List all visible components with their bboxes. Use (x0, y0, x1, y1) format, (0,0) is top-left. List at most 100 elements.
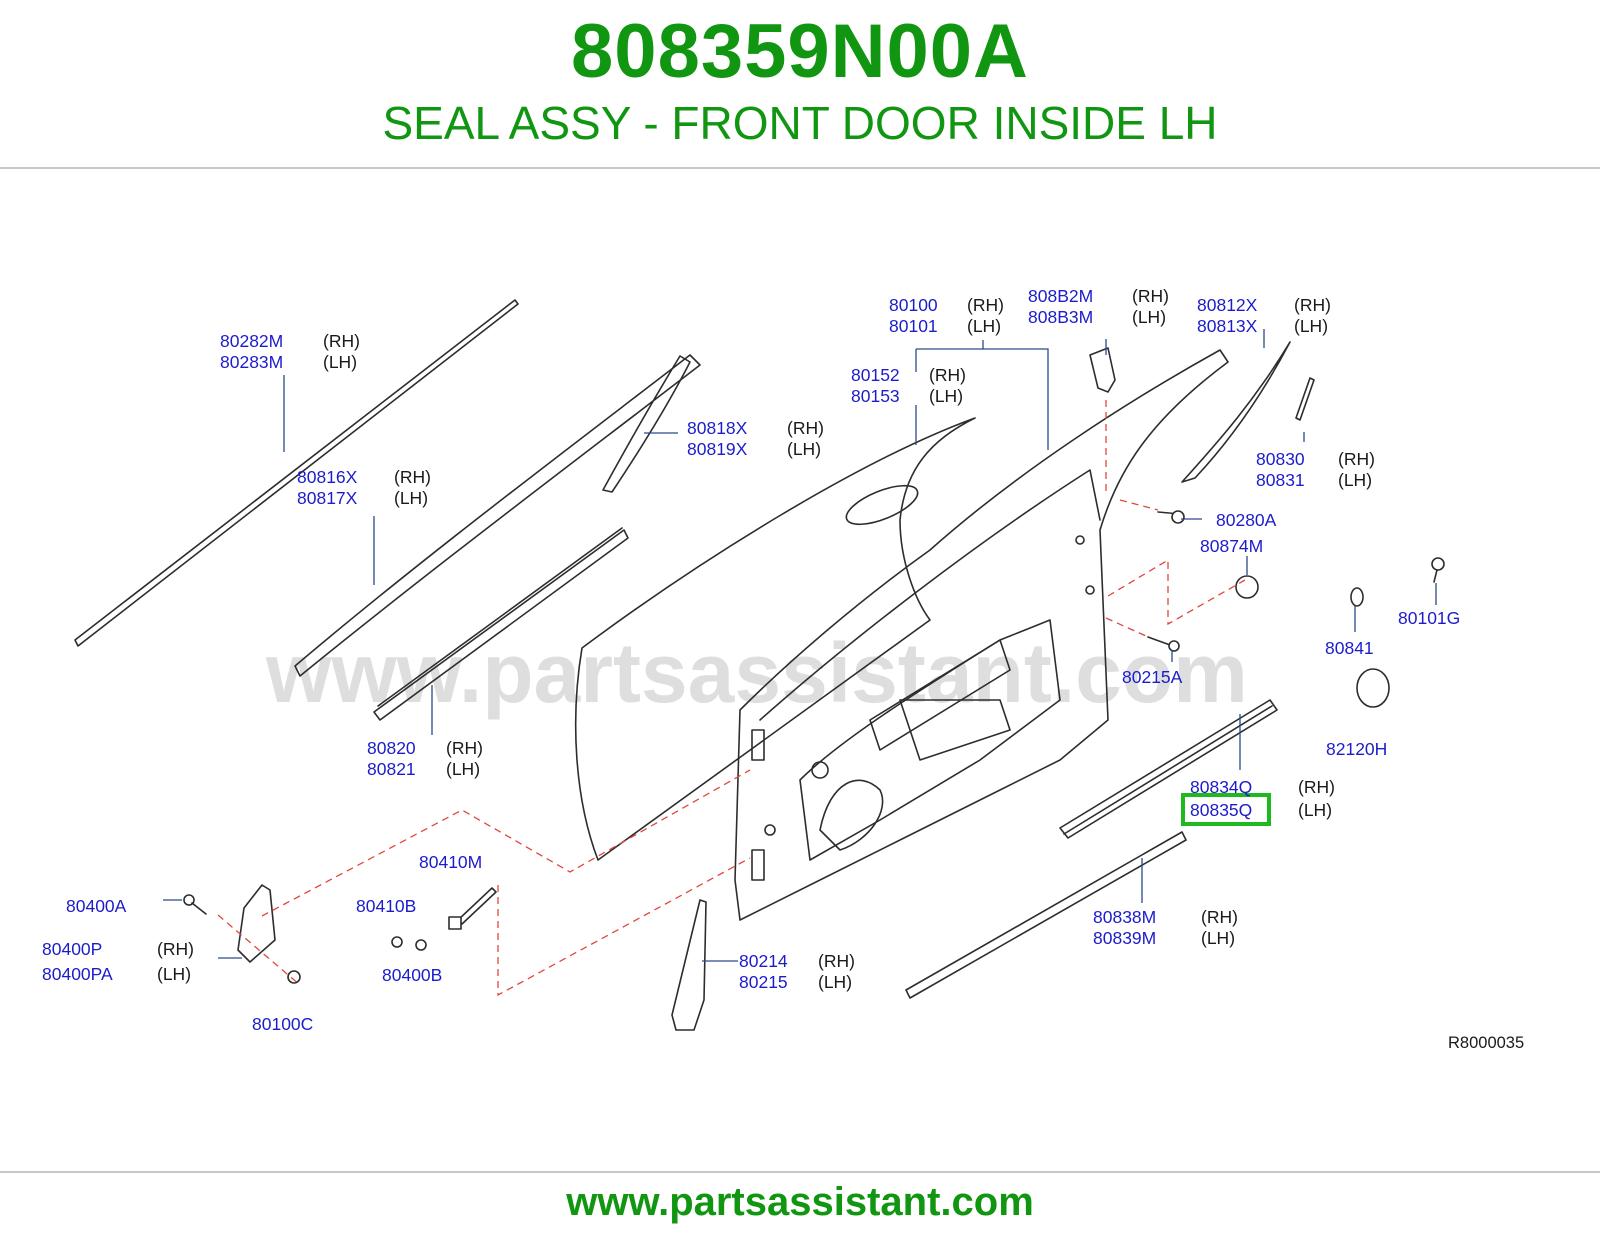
side-label-lh: (LH) (394, 488, 428, 508)
callout-80100[interactable]: 80100 (889, 295, 938, 315)
callout-80838M[interactable]: 80838M (1093, 907, 1156, 927)
callout-80819X[interactable]: 80819X (687, 439, 748, 459)
drawing-bolt-80100c (287, 970, 301, 984)
drawing-belt-moulding (373, 527, 629, 721)
callout-80830[interactable]: 80830 (1256, 449, 1305, 469)
page-header: 808359N00A SEAL ASSY - FRONT DOOR INSIDE… (0, 0, 1600, 168)
side-label-rh: (RH) (818, 951, 855, 971)
callout-80400PA[interactable]: 80400PA (42, 964, 113, 984)
callout-80400A[interactable]: 80400A (66, 896, 127, 916)
callout-80410M[interactable]: 80410M (419, 852, 482, 872)
callout-80834Q[interactable]: 80834Q (1190, 777, 1252, 797)
drawing-door-panel (734, 349, 1229, 921)
callout-80152[interactable]: 80152 (851, 365, 900, 385)
side-label-lh: (LH) (446, 759, 480, 779)
callout-80282M[interactable]: 80282M (220, 331, 283, 351)
callout-808B3M[interactable]: 808B3M (1028, 307, 1093, 327)
drawing-weatherstrip-strip (294, 354, 701, 677)
drawing-bolts-80410b (391, 936, 427, 951)
drawing-hinge-80400p (237, 884, 276, 963)
highlight-box-80835q (1181, 793, 1271, 826)
assembly-dashed-lines (217, 400, 1246, 997)
side-label-lh: (LH) (1338, 470, 1372, 490)
callout-80874M[interactable]: 80874M (1200, 536, 1263, 556)
drawing-bolt-80400a (183, 894, 207, 915)
callout-80101[interactable]: 80101 (889, 316, 938, 336)
callout-80831[interactable]: 80831 (1256, 470, 1305, 490)
callout-80280A[interactable]: 80280A (1216, 510, 1277, 530)
side-label-rh: (RH) (323, 331, 360, 351)
drawing-corner-cover (1181, 341, 1291, 483)
parts-diagram: www.partsassistant.com (0, 170, 1600, 1170)
drawing-hole-seal-82120h (1356, 668, 1390, 708)
callout-80215A[interactable]: 80215A (1122, 667, 1183, 687)
side-label-lh: (LH) (157, 964, 191, 984)
side-label-lh: (LH) (967, 316, 1001, 336)
side-label-lh: (LH) (323, 352, 357, 372)
drawing-sash-80214 (671, 899, 707, 1031)
callout-80839M[interactable]: 80839M (1093, 928, 1156, 948)
side-label-rh: (RH) (929, 365, 966, 385)
side-label-rh: (RH) (787, 418, 824, 438)
side-label-lh: (LH) (1201, 928, 1235, 948)
footer-url-link[interactable]: www.partsassistant.com (566, 1180, 1034, 1224)
side-label-lh: (LH) (1294, 316, 1328, 336)
callout-80817X[interactable]: 80817X (297, 488, 358, 508)
side-label-rh: (RH) (394, 467, 431, 487)
callout-80821[interactable]: 80821 (367, 759, 416, 779)
side-label-rh: (RH) (1294, 295, 1331, 315)
header-divider (0, 167, 1600, 169)
drawing-small-strip (1295, 377, 1315, 421)
drawing-roof-moulding (74, 299, 519, 647)
drawing-bolt-80101g (1431, 557, 1445, 583)
drawing-bolt-80280a (1157, 510, 1185, 524)
drawing-plug-80874m (1235, 575, 1259, 599)
drawing-door-check-80410m (448, 887, 497, 930)
side-label-rh: (RH) (157, 939, 194, 959)
drawing-sash-cover (602, 355, 691, 493)
callout-80215[interactable]: 80215 (739, 972, 788, 992)
callout-80816X[interactable]: 80816X (297, 467, 358, 487)
callout-82120H[interactable]: 82120H (1326, 739, 1387, 759)
footer-divider (0, 1171, 1600, 1173)
callout-labels: 80282M 80283M (RH) (LH) 80818X 80819X (R… (42, 286, 1524, 1052)
callout-80153[interactable]: 80153 (851, 386, 900, 406)
drawing-inside-seal-80834q (1059, 699, 1278, 839)
leader-lines (163, 329, 1437, 962)
callout-80841[interactable]: 80841 (1325, 638, 1374, 658)
side-label-rh: (RH) (1338, 449, 1375, 469)
side-label-lh: (LH) (787, 439, 821, 459)
part-number-title: 808359N00A (571, 9, 1029, 94)
drawing-clip-808b2m (1089, 347, 1116, 393)
drawing-door-glass (574, 417, 976, 861)
callout-80835Q[interactable]: 80835Q (1190, 800, 1252, 820)
callout-80410B[interactable]: 80410B (356, 896, 416, 916)
side-label-rh: (RH) (967, 295, 1004, 315)
callout-80818X[interactable]: 80818X (687, 418, 748, 438)
callout-80812X[interactable]: 80812X (1197, 295, 1258, 315)
side-label-rh: (RH) (446, 738, 483, 758)
callout-80400P[interactable]: 80400P (42, 939, 102, 959)
parts-diagram-canvas: www.partsassistant.com (42, 286, 1524, 1052)
side-label-lh: (LH) (1298, 800, 1332, 820)
callout-80400B[interactable]: 80400B (382, 965, 442, 985)
callout-80100C[interactable]: 80100C (252, 1014, 313, 1034)
side-label-rh: (RH) (1201, 907, 1238, 927)
drawing-grommet-80841 (1350, 587, 1364, 607)
callout-80813X[interactable]: 80813X (1197, 316, 1258, 336)
drawing-bolt-80215a (1147, 636, 1180, 652)
side-label-rh: (RH) (1132, 286, 1169, 306)
callout-80820[interactable]: 80820 (367, 738, 416, 758)
watermark-text: www.partsassistant.com (265, 626, 1248, 720)
side-label-lh: (LH) (1132, 307, 1166, 327)
callout-808B2M[interactable]: 808B2M (1028, 286, 1093, 306)
part-description: SEAL ASSY - FRONT DOOR INSIDE LH (382, 97, 1218, 149)
callout-80283M[interactable]: 80283M (220, 352, 283, 372)
callout-80101G[interactable]: 80101G (1398, 608, 1460, 628)
diagram-reference-code: R8000035 (1448, 1034, 1524, 1052)
drawing-lower-seal-80838m (905, 831, 1187, 999)
side-label-rh: (RH) (1298, 777, 1335, 797)
callout-80214[interactable]: 80214 (739, 951, 788, 971)
side-label-lh: (LH) (929, 386, 963, 406)
side-label-lh: (LH) (818, 972, 852, 992)
